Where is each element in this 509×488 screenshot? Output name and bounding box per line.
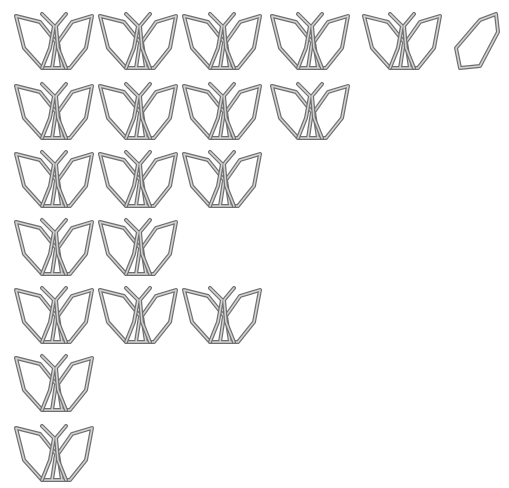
background	[0, 0, 509, 488]
drawing-canvas	[0, 0, 509, 488]
